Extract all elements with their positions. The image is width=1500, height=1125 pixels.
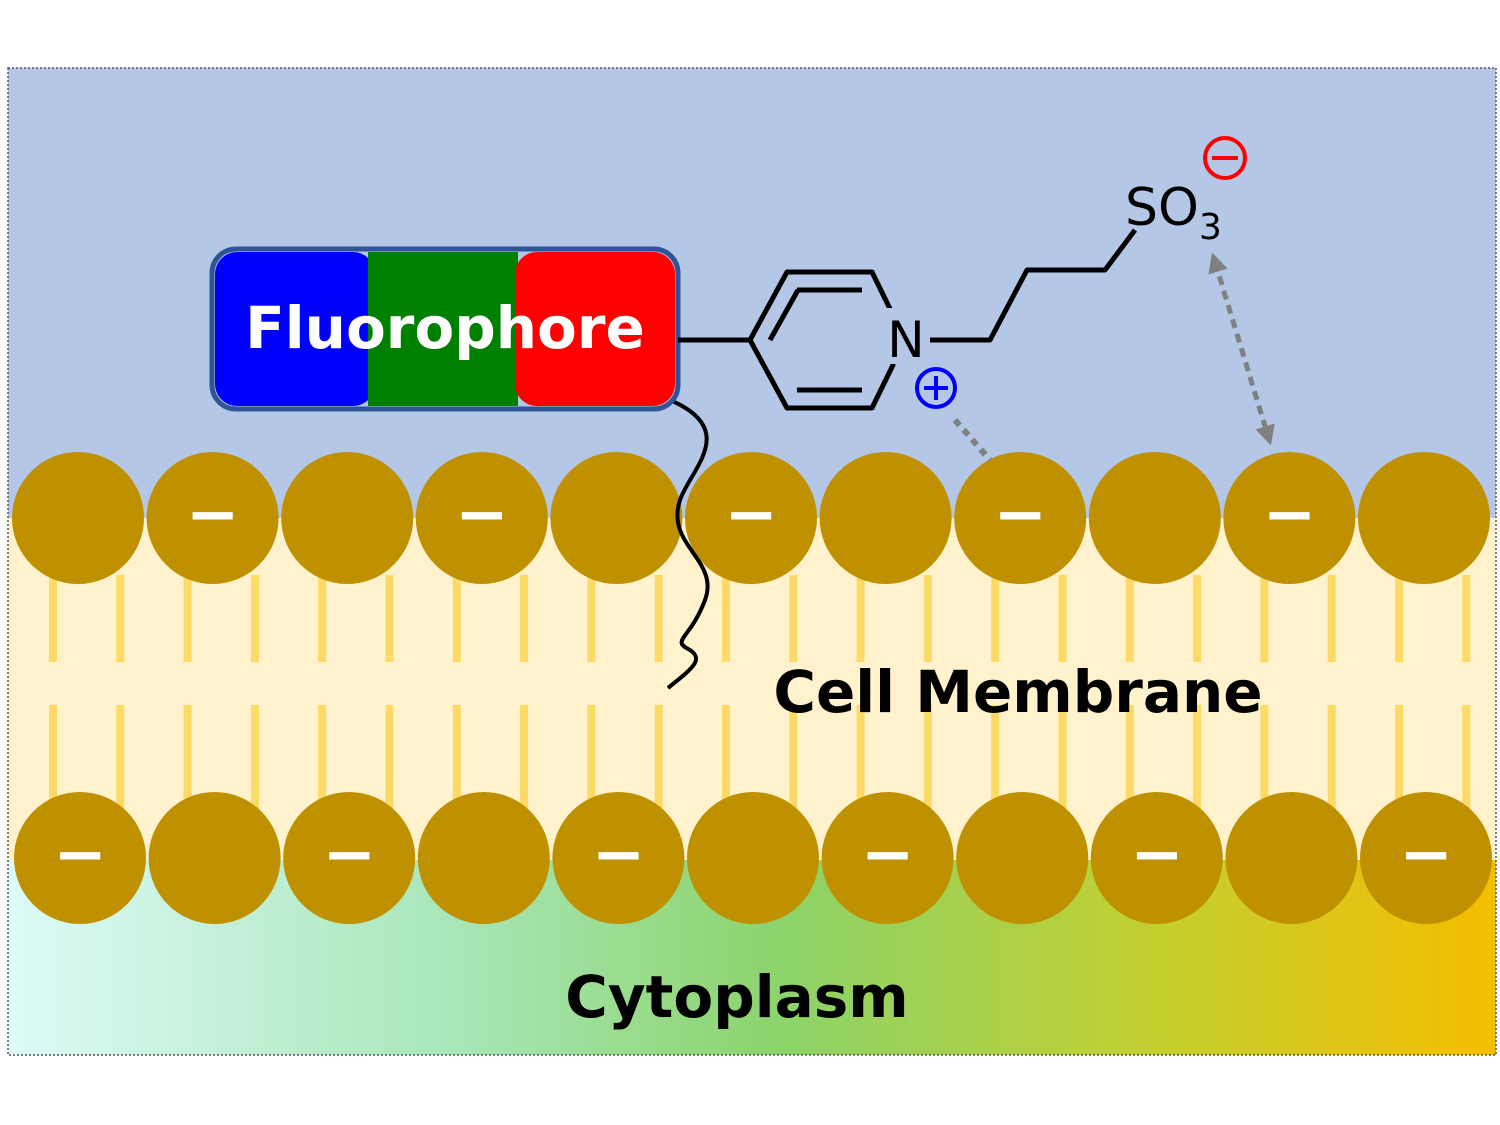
head-negative-charge: − bbox=[1130, 818, 1184, 892]
outer-lipid-head bbox=[415, 452, 548, 584]
cytoplasm-label: Cytoplasm bbox=[565, 963, 908, 1031]
fluorophore-label: Fluorophore bbox=[245, 294, 645, 362]
outer-lipid-head bbox=[12, 452, 144, 584]
anchor-chain bbox=[666, 398, 710, 690]
head-negative-charge: − bbox=[993, 478, 1047, 552]
inner-leaflet-heads: −−−−−− bbox=[14, 792, 1492, 924]
outer-lipid-head bbox=[685, 452, 817, 584]
head-negative-charge: − bbox=[322, 818, 376, 892]
positive-charge-icon bbox=[915, 367, 957, 409]
head-negative-charge: − bbox=[861, 818, 915, 892]
inner-lipid-head bbox=[417, 792, 550, 924]
inner-lipid-head bbox=[1360, 792, 1492, 924]
fluorophore-green-segment bbox=[368, 252, 518, 406]
outer-lipid-head bbox=[550, 452, 683, 584]
outer-lipid-head bbox=[954, 452, 1087, 584]
outer-leaflet-heads: −−−−− bbox=[12, 452, 1490, 584]
outer-lipid-head bbox=[1088, 452, 1221, 584]
head-negative-charge: − bbox=[1263, 478, 1317, 552]
nitrogen-label: N bbox=[887, 311, 924, 369]
membrane-label: Cell Membrane bbox=[773, 658, 1262, 726]
propyl-linker bbox=[930, 228, 1137, 343]
negative-charge-icon bbox=[1203, 136, 1247, 180]
cation-membrane-interaction-arrow bbox=[952, 418, 993, 462]
fluorophore-red-segment bbox=[515, 252, 675, 406]
head-negative-charge: − bbox=[455, 478, 509, 552]
n-label-backdrop bbox=[878, 308, 924, 364]
head-negative-charge: − bbox=[53, 818, 107, 892]
inner-lipid-head bbox=[956, 792, 1089, 924]
fluorophore-block: Fluorophore bbox=[209, 246, 681, 412]
head-negative-charge: − bbox=[724, 478, 778, 552]
fluorophore-blue-segment bbox=[215, 252, 375, 406]
inner-lipid-head bbox=[148, 792, 281, 924]
inner-lipid-head bbox=[821, 792, 954, 924]
sulfonate-label: SO3 bbox=[1125, 178, 1222, 248]
inner-lipid-head bbox=[1225, 792, 1358, 924]
figure-border bbox=[7, 67, 1497, 1056]
inner-lipid-head bbox=[552, 792, 685, 924]
head-negative-charge: − bbox=[592, 818, 646, 892]
inner-lipid-head bbox=[14, 792, 146, 924]
outer-lipid-head bbox=[1223, 452, 1356, 584]
inner-lipid-head bbox=[283, 792, 416, 924]
outer-lipid-head bbox=[146, 452, 279, 584]
ring-double-bond-left bbox=[767, 288, 801, 342]
inner-lipid-head bbox=[1090, 792, 1223, 924]
head-negative-charge: − bbox=[1399, 818, 1453, 892]
outer-lipid-head bbox=[1358, 452, 1490, 584]
fluorophore-frame bbox=[209, 246, 681, 412]
inner-lipid-head bbox=[687, 792, 819, 924]
lipid-tails bbox=[49, 575, 1471, 812]
outer-lipid-head bbox=[281, 452, 414, 584]
outer-lipid-head bbox=[819, 452, 952, 584]
head-negative-charge: − bbox=[186, 478, 240, 552]
anion-membrane-interaction-arrow bbox=[1208, 252, 1275, 446]
